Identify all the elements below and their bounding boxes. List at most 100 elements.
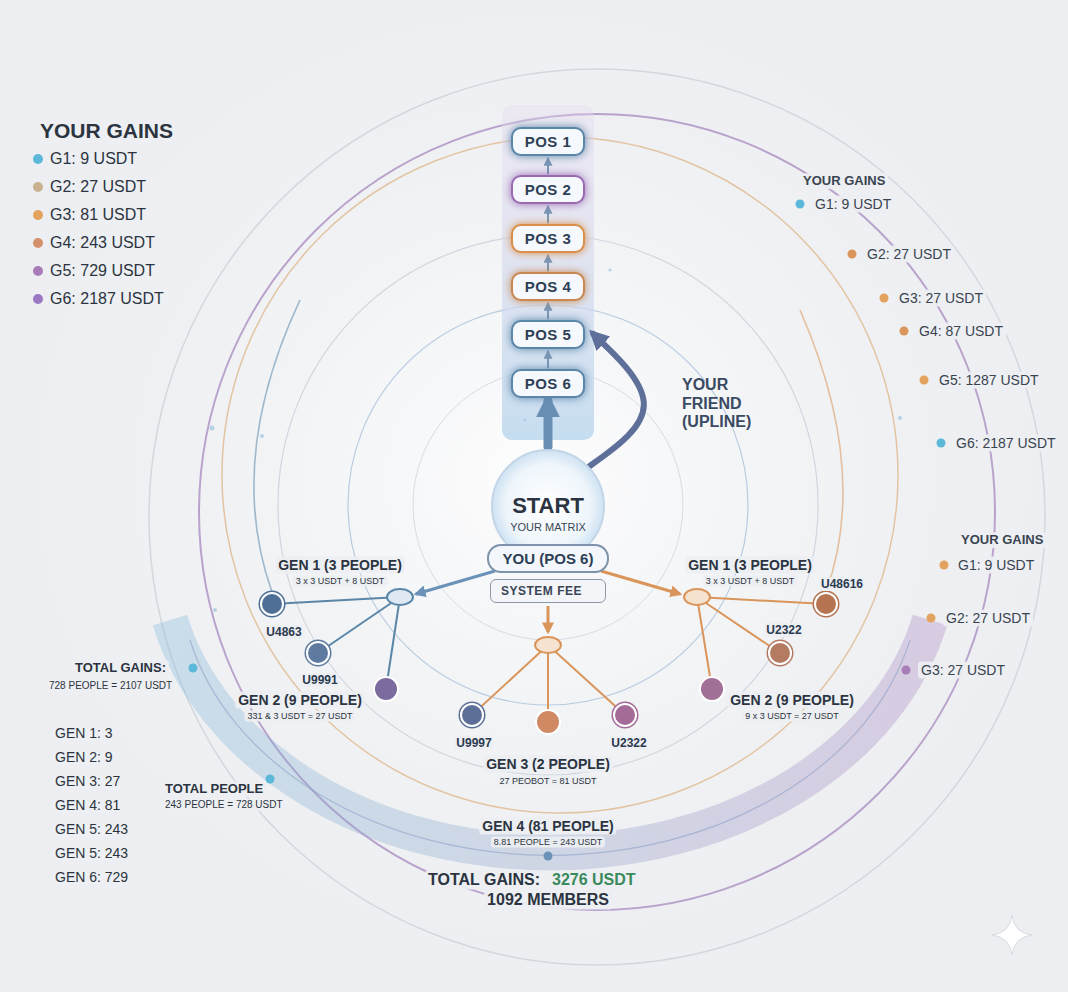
downline-wire — [386, 597, 400, 689]
flow-arrow — [547, 352, 549, 368]
hub — [387, 589, 413, 605]
label-dots — [189, 200, 949, 861]
node-text: U9991 — [300, 673, 339, 687]
split-arrow — [601, 571, 680, 594]
diagram-label: GEN 5: 243 — [52, 821, 131, 838]
edge-label: YOUR FRIEND (UPLINE) — [682, 376, 762, 431]
dot — [880, 294, 889, 303]
node-text: SYSTEM FEE — [501, 584, 595, 598]
diagram-label: 27 PEOBOT = 81 USDT — [496, 776, 599, 787]
diagram-label: TOTAL PEOPLE — [162, 781, 266, 797]
legend-swatch — [33, 266, 43, 276]
side-arc — [254, 300, 300, 592]
node-text: POS 1 — [525, 133, 572, 150]
diagram-label: G4: 87 USDT — [916, 323, 1006, 340]
plain-members — [374, 677, 724, 734]
split-arrow — [547, 606, 550, 632]
legend-item: G4: 243 USDT — [33, 234, 155, 252]
node-text: YOU (POS 6) — [503, 550, 594, 567]
diagram-label: GEN 1 (3 PEOPLE) — [275, 557, 405, 574]
side-arcs — [254, 300, 843, 592]
diagram-label: G6: 2187 USDT — [953, 435, 1059, 452]
member-dot — [536, 710, 560, 734]
legend-item: G2: 27 USDT — [33, 178, 146, 196]
node-text: POS 4 — [525, 278, 572, 295]
diagram-label: 3 x 3 USDT + 8 USDT — [703, 576, 798, 587]
node-text: U4863 — [264, 625, 303, 639]
diagram-label: YOUR GAINS — [958, 532, 1046, 548]
member-circle: U48616 — [814, 592, 838, 616]
sparkle — [524, 419, 527, 422]
legend-text: G1: 9 USDT — [50, 150, 137, 168]
diagram-label: G3: 27 USDT — [896, 290, 986, 307]
position-box: POS 5 — [511, 320, 586, 349]
member-dot — [700, 677, 724, 701]
legend-text: G5: 729 USDT — [50, 262, 155, 280]
dot — [189, 664, 198, 673]
diagram-label: G5: 1287 USDT — [936, 372, 1042, 389]
legend-item: G5: 729 USDT — [33, 262, 155, 280]
downline-wire — [272, 597, 400, 604]
diagram-label: 728 PEOPLE = 2107 USDT — [46, 680, 175, 692]
legend-text: G4: 243 USDT — [50, 234, 155, 252]
flow-arrow — [547, 159, 549, 174]
legend-item: G6: 2187 USDT — [33, 290, 164, 308]
diagram-label: G2: 27 USDT — [943, 610, 1033, 627]
diagram-label: GEN 4 (81 PEOPLE) — [479, 818, 616, 835]
node-text: U9997 — [454, 736, 493, 750]
legend-text: G2: 27 USDT — [50, 178, 146, 196]
gen-band — [170, 620, 930, 853]
flow-arrow — [547, 304, 549, 319]
diagram-label: GEN 2 (9 PEOPLE) — [727, 692, 857, 709]
fee-box: SYSTEM FEE — [490, 579, 606, 603]
member-circle: U2322 — [613, 703, 637, 727]
diagram-label: 1092 MEMBERS — [484, 890, 612, 909]
sparkles — [210, 129, 903, 613]
sparkle — [210, 426, 215, 431]
diagram-label: GEN 2 (9 PEOPLE) — [235, 692, 365, 709]
diagram-label: 243 PEOPLE = 728 USDT — [162, 799, 286, 811]
diagram-label: G3: 27 USDT — [918, 662, 1008, 679]
dot — [266, 775, 275, 784]
node-text: POS 6 — [525, 375, 572, 392]
flow-arrow — [547, 207, 549, 223]
sparkle — [609, 269, 612, 272]
diagram-label: GEN 1: 3 — [52, 725, 116, 742]
diagram-label: 3276 USDT — [549, 870, 639, 889]
diagram-label: YOUR GAINS — [37, 118, 176, 143]
legend-swatch — [33, 294, 43, 304]
position-column — [502, 105, 594, 440]
dot — [940, 561, 949, 570]
sparkle — [213, 608, 217, 612]
member-circle: U9991 — [306, 641, 330, 665]
dot — [544, 852, 553, 861]
downline-wire — [697, 597, 712, 689]
sparkle — [260, 434, 264, 438]
legend-swatch — [33, 210, 43, 220]
diagram-label: 3 x 3 USDT + 8 USDT — [293, 576, 388, 587]
position-box: POS 3 — [511, 224, 586, 253]
diagram-label: 8.81 PEOPLE = 243 USDT — [491, 837, 605, 848]
diagram-label: GEN 5: 243 — [52, 845, 131, 862]
position-box: POS 4 — [511, 272, 586, 301]
flow-arrow — [590, 334, 644, 466]
start-title: START — [512, 493, 584, 519]
member-circle: U9997 — [460, 703, 484, 727]
member-circle: U4863 — [260, 592, 284, 616]
diagram-label: GEN 3 (2 PEOPLE) — [483, 756, 613, 773]
flow-arrow — [544, 401, 553, 448]
split-arrow — [416, 571, 495, 594]
hub — [535, 637, 561, 653]
position-box: POS 6 — [511, 369, 586, 398]
dot — [900, 327, 909, 336]
dot — [927, 614, 936, 623]
member-circle: U2322 — [768, 641, 792, 665]
orbit-ring — [222, 137, 898, 813]
legend-item: G3: 81 USDT — [33, 206, 146, 224]
legend-swatch — [33, 182, 43, 192]
dot — [902, 666, 911, 675]
downline-wire — [697, 597, 826, 604]
